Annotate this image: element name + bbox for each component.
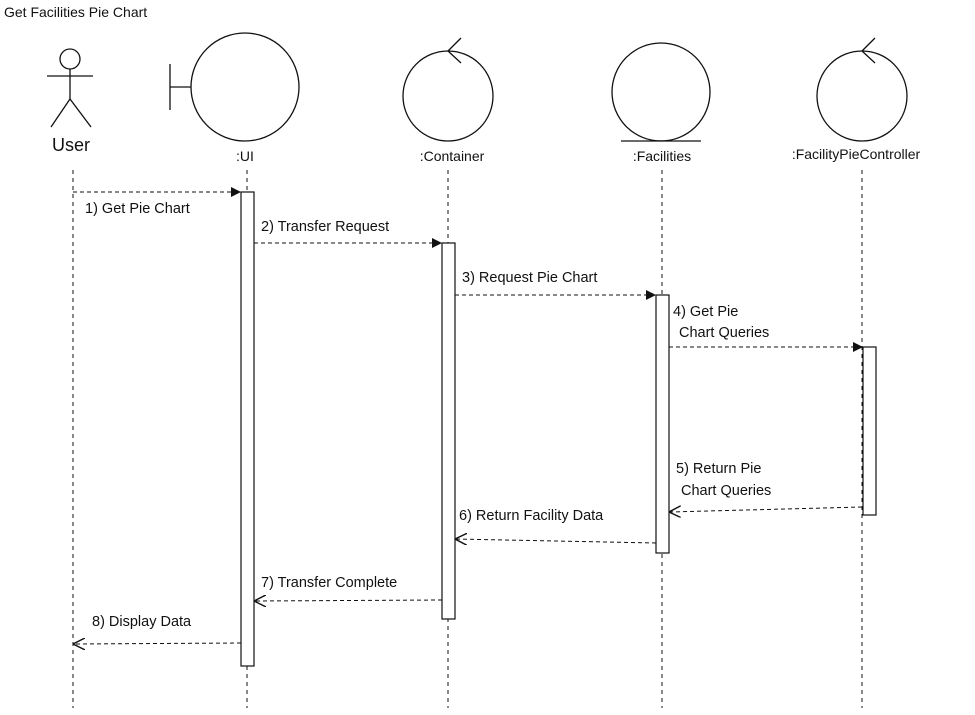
control-icon [816, 37, 908, 142]
participant-label-container: :Container [420, 148, 485, 164]
message-label: 7) Transfer Complete [261, 575, 397, 591]
boundary-icon [169, 32, 300, 142]
control-icon [402, 37, 494, 142]
entity-icon [611, 42, 711, 142]
diagram-title: Get Facilities Pie Chart [4, 4, 147, 20]
return-arrow [254, 600, 443, 601]
participant-label-ui: :UI [236, 148, 254, 164]
message-label: 8) Display Data [92, 614, 192, 630]
activation-container [441, 242, 456, 620]
participant-label-facilities: :Facilities [633, 148, 691, 164]
message-label: Chart Queries [681, 483, 771, 499]
participant-label-user: User [52, 135, 90, 155]
actor-icon [47, 48, 93, 128]
message-label: 6) Return Facility Data [459, 508, 604, 524]
return-arrow [73, 643, 242, 644]
activation-ui [240, 191, 255, 667]
message-label: 2) Transfer Request [261, 219, 389, 235]
message-label: 4) Get Pie [673, 304, 738, 320]
message-label: Chart Queries [679, 325, 769, 341]
return-arrow [669, 507, 863, 512]
activation-controller [862, 346, 877, 516]
activation-facilities [655, 294, 670, 554]
message-label: 5) Return Pie [676, 461, 761, 477]
message-label: 3) Request Pie Chart [462, 270, 597, 286]
message-label: 1) Get Pie Chart [85, 201, 190, 217]
participant-label-controller: :FacilityPieController [792, 146, 921, 162]
return-arrow [455, 539, 657, 543]
